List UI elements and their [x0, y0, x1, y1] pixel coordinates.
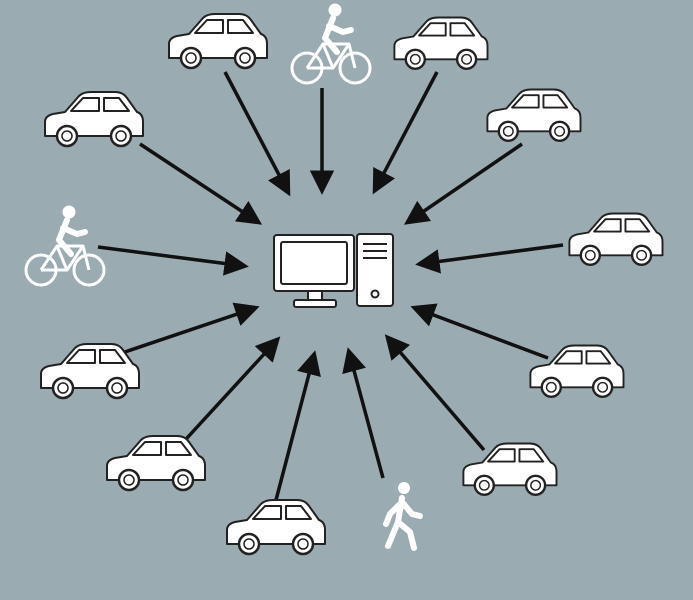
arrow-from-car-lower-right	[410, 303, 549, 360]
arrow-from-car-bottom-left	[174, 336, 281, 452]
arrow-from-car-top-left	[223, 71, 291, 197]
bicycle-icon	[292, 4, 370, 84]
car-icon	[43, 90, 145, 148]
arrow-from-car-left	[115, 302, 260, 357]
arrow-from-car-bottom	[274, 350, 321, 501]
pedestrian-icon	[386, 482, 420, 548]
arrow-from-car-upper-left	[139, 142, 263, 225]
car-icon	[462, 442, 558, 496]
car-icon	[393, 16, 489, 70]
car-icon	[39, 342, 141, 400]
car-icon	[568, 212, 664, 266]
arrow-from-pedestrian-bottom	[342, 347, 385, 479]
arrow-from-car-top-right	[372, 71, 439, 195]
desktop-computer-icon	[273, 233, 394, 308]
arrow-from-car-bottom-right	[384, 334, 486, 452]
car-icon	[225, 498, 327, 556]
arrows	[97, 71, 564, 501]
car-icon	[486, 88, 582, 142]
arrow-from-bicycle-left	[97, 245, 249, 276]
bicycle-icon	[26, 206, 104, 286]
car-icon	[167, 12, 269, 70]
car-icon	[105, 434, 207, 492]
car-icon	[529, 344, 625, 398]
arrow-from-car-right	[415, 243, 564, 274]
arrow-from-car-upper-right	[403, 142, 523, 225]
